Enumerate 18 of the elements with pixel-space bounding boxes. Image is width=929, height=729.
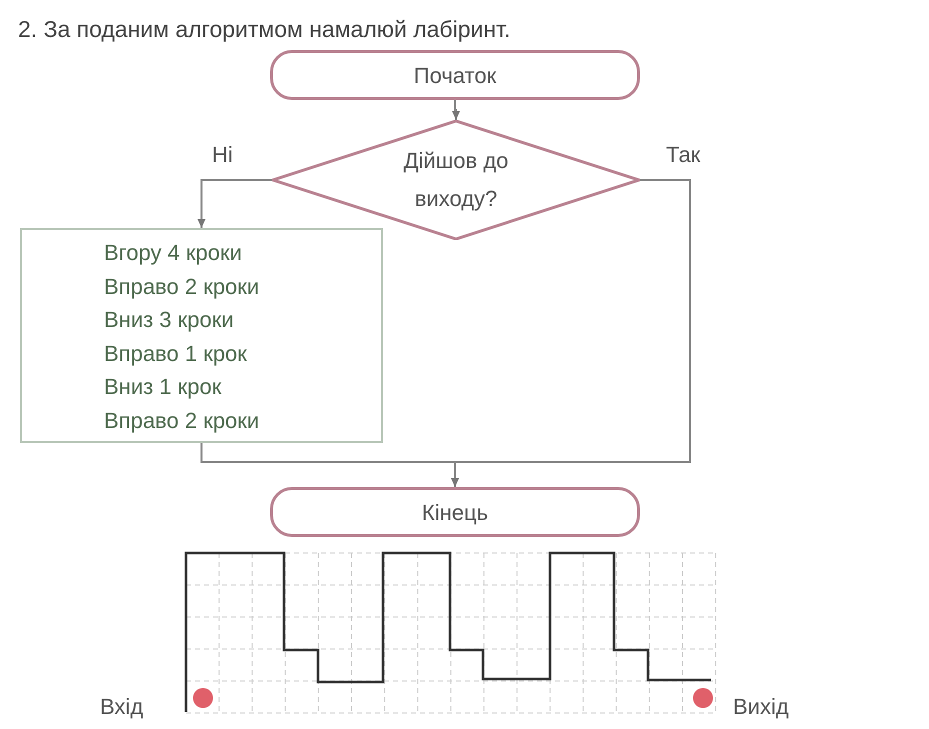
connector-arrow — [452, 100, 460, 120]
terminal-box — [270, 50, 640, 100]
step-text: Вправо 1 крок — [104, 340, 248, 368]
terminal-text: Початок — [414, 62, 496, 90]
maze-label: Вихід — [733, 693, 789, 721]
terminal-text: Кінець — [422, 498, 488, 526]
connector-arrow — [198, 179, 272, 228]
connector-arrow — [200, 443, 459, 487]
step-text: Вниз 1 крок — [104, 373, 222, 401]
decision-text: Дійшов до виходу? — [402, 147, 510, 213]
step-text: Вгору 4 кроки — [104, 239, 243, 267]
process-box — [20, 228, 383, 443]
task-title: 2. За поданим алгоритмом намалюй лабіринт. — [18, 15, 510, 44]
step-text: Вправо 2 кроки — [104, 406, 260, 435]
terminal-box — [270, 487, 640, 537]
maze-label: Вхід — [100, 693, 144, 721]
step-text: Вправо 2 кроки — [104, 272, 260, 301]
step-text: Вниз 3 кроки — [104, 306, 235, 334]
